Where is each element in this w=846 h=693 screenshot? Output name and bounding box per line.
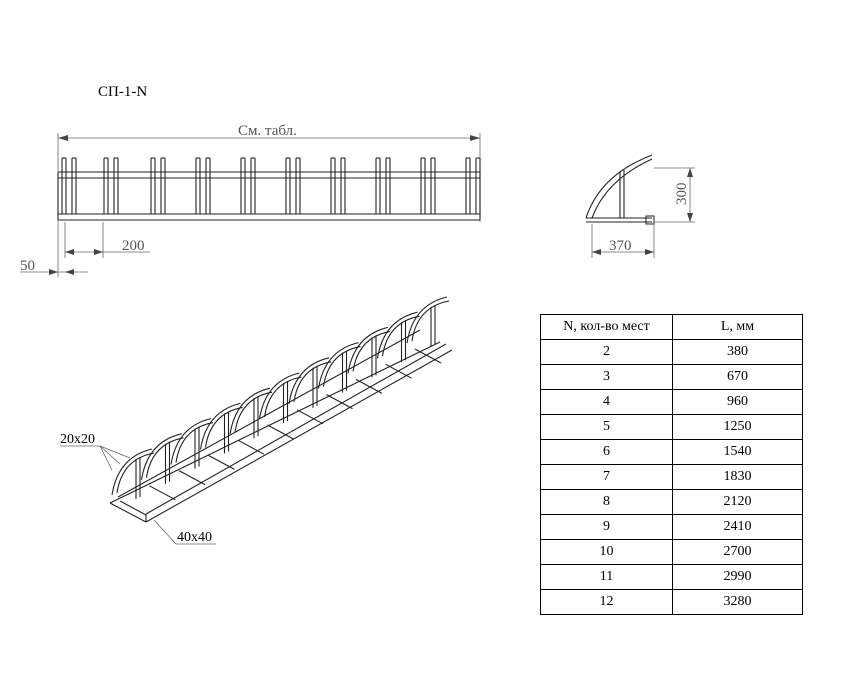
cell-n-places: 11 (540, 564, 673, 590)
front-posts (61, 157, 481, 214)
cell-length: 3280 (672, 589, 803, 615)
tube-20x20-label: 20x20 (60, 432, 95, 447)
cell-length: 1250 (672, 414, 803, 440)
cell-n-places: 3 (540, 364, 673, 390)
cell-length: 2120 (672, 489, 803, 515)
cell-length: 960 (672, 389, 803, 415)
cell-n-places: 12 (540, 589, 673, 615)
isometric-view: 20x20 40x40 (60, 296, 453, 545)
cell-n-places: 5 (540, 414, 673, 440)
cell-length: 670 (672, 364, 803, 390)
cell-length: 1830 (672, 464, 803, 490)
cell-length: 2410 (672, 514, 803, 540)
cell-n-places: 4 (540, 389, 673, 415)
table-header-row: N, кол-во мест L, мм (540, 314, 803, 340)
cell-length: 380 (672, 339, 803, 365)
isometric-racks (111, 296, 450, 516)
width-370-label: 370 (609, 238, 632, 254)
cell-n-places: 2 (540, 339, 673, 365)
cell-n-places: 7 (540, 464, 673, 490)
tube-40x40-label: 40x40 (177, 530, 212, 545)
cell-n-places: 9 (540, 514, 673, 540)
dim-200-label: 200 (122, 238, 145, 254)
side-view: 300 370 (585, 154, 695, 258)
cell-length: 1540 (672, 439, 803, 465)
drawing-title: СП-1-N (98, 84, 147, 100)
cell-n-places: 10 (540, 539, 673, 565)
dim-50-label: 50 (20, 258, 35, 274)
cell-n-places: 8 (540, 489, 673, 515)
header-length: L, мм (672, 314, 803, 340)
cell-length: 2990 (672, 564, 803, 590)
overall-length-label: См. табл. (238, 123, 297, 139)
height-300-label: 300 (674, 183, 690, 206)
header-n-places: N, кол-во мест (540, 314, 673, 340)
front-view: См. табл. 200 50 (20, 123, 481, 277)
cell-length: 2700 (672, 539, 803, 565)
cell-n-places: 6 (540, 439, 673, 465)
